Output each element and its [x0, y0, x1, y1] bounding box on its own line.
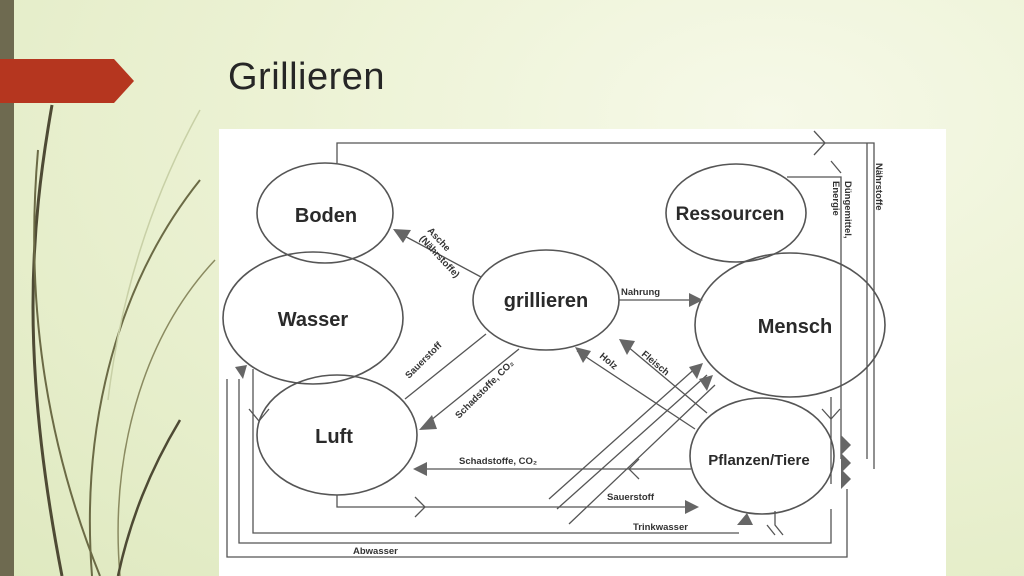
- cross-arrowhead-2: [699, 375, 713, 391]
- holz-label: Holz: [597, 351, 620, 372]
- duengemittel-chevron: [830, 160, 842, 174]
- nahrung-label: Nahrung: [621, 287, 660, 298]
- schadstoffe-horiz-arrowhead: [413, 462, 427, 476]
- arrowhead: [841, 435, 851, 455]
- sauerstoff-out-label: Sauerstoff: [607, 492, 655, 503]
- sauerstoff-in-line: [404, 333, 487, 400]
- arrowhead: [841, 469, 851, 489]
- sauerstoff-out-line: [336, 495, 689, 508]
- sauerstoff-in-label: Sauerstoff: [403, 340, 445, 382]
- abwasser-chevron: [766, 511, 784, 536]
- asche-arrow-line: [398, 232, 482, 278]
- pflanzen-tiere-label: Pflanzen/Tiere: [708, 452, 809, 469]
- diagram-panel: Boden Wasser Luft grillieren Ressourcen …: [219, 129, 946, 576]
- ressourcen-label: Ressourcen: [676, 204, 785, 225]
- boden-label: Boden: [295, 205, 357, 227]
- mensch-label: Mensch: [758, 316, 832, 338]
- nahrung-arrowhead: [689, 293, 703, 307]
- sauerstoff-out-arrowhead: [685, 500, 699, 514]
- cross-arrowhead-1: [689, 363, 703, 379]
- holz-line: [576, 350, 696, 430]
- cross-line-3: [568, 384, 716, 525]
- fleisch-arrowhead: [619, 339, 635, 355]
- schadstoffe-diag-line: [424, 348, 520, 426]
- cycle-diagram: Boden Wasser Luft grillieren Ressourcen …: [222, 130, 886, 558]
- schadstoffe-horiz-label: Schadstoffe, CO₂: [459, 456, 537, 467]
- title-arrow-icon: [0, 59, 134, 103]
- energie-label: Energie: [830, 181, 841, 216]
- naehrstoffe-label: Nährstoffe: [873, 163, 884, 211]
- left-accent-bar: [0, 0, 14, 576]
- fleisch-line: [620, 340, 708, 414]
- asche-arrowhead: [393, 229, 411, 243]
- arrowhead: [841, 453, 851, 473]
- slide-title: Grillieren: [228, 56, 386, 98]
- naehrstoffe-line: [822, 142, 875, 469]
- abwasser-up-arrowhead: [235, 365, 247, 379]
- sauerstoff-out-chevron: [414, 496, 426, 518]
- schadstoffe-diag-label: Schadstoffe, CO₂: [453, 358, 516, 421]
- trinkwasser-label: Trinkwasser: [633, 522, 688, 533]
- trinkwasser-line: [252, 369, 739, 534]
- luft-label: Luft: [315, 426, 353, 448]
- abwasser-outer-line: [226, 379, 848, 558]
- duengemittel-label: Düngemittel,: [842, 181, 853, 239]
- schadstoffe-diag-arrowhead: [419, 415, 437, 430]
- holz-arrowhead: [575, 347, 591, 363]
- wasser-node: [222, 251, 404, 385]
- trinkwasser-arrowhead: [737, 513, 753, 525]
- cross-line-2: [556, 374, 708, 510]
- decorative-swooshes: [31, 104, 216, 576]
- abwasser-label: Abwasser: [353, 546, 398, 557]
- wasser-down-chevron: [248, 408, 270, 423]
- mensch-node: [694, 252, 886, 398]
- abwasser-line: [238, 379, 832, 544]
- duengemittel-line: [787, 176, 842, 459]
- pflanzen-tiere-node: [689, 397, 835, 515]
- boden-node: [256, 162, 394, 264]
- top-loop-line: [336, 142, 822, 163]
- grillieren-label: grillieren: [504, 290, 588, 312]
- cross-line-1: [548, 364, 700, 500]
- wasser-label: Wasser: [278, 309, 349, 331]
- ressourcen-node: [665, 163, 807, 263]
- fleisch-label: Fleisch: [639, 349, 671, 379]
- schadstoffe-horiz-chevron: [628, 458, 640, 480]
